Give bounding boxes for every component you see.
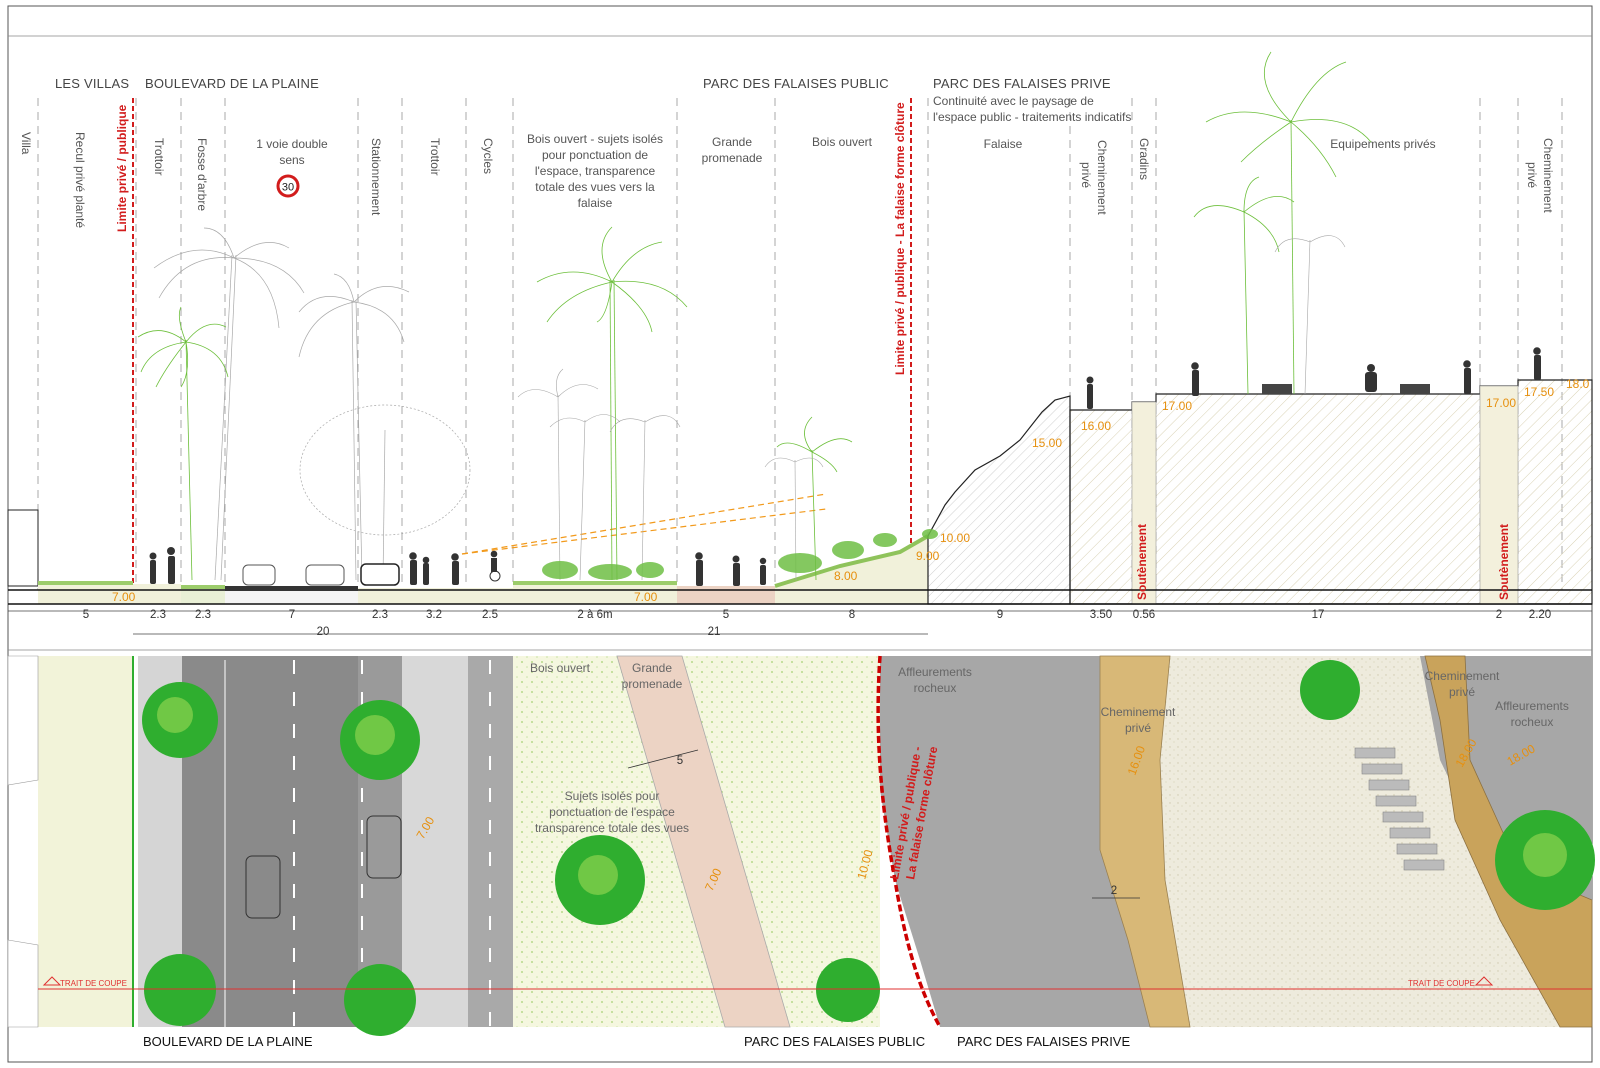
plan-affleurements-2b: rocheux — [1511, 715, 1554, 729]
svg-text:3.50: 3.50 — [1090, 609, 1112, 621]
plan-affleurements-1: Affleurements — [898, 665, 972, 679]
svg-text:7.00: 7.00 — [112, 590, 136, 604]
plan-affleurements-2: Affleurements — [1495, 699, 1569, 713]
svg-text:18.0: 18.0 — [1566, 377, 1590, 391]
zone-falaise: Falaise — [984, 137, 1023, 151]
plan-dim-2: 2 — [1111, 885, 1117, 897]
svg-text:2 à 6m: 2 à 6m — [577, 609, 612, 621]
section-trees — [137, 51, 1372, 581]
plan-cheminement-1b: privé — [1125, 721, 1151, 735]
header-parc-prive-note-1: Continuité avec le paysage de — [933, 94, 1094, 108]
svg-text:2.3: 2.3 — [150, 609, 166, 621]
dimension-row-1: 5 2.3 2.3 7 2.3 3.2 2.5 2 à 6m 5 8 9 3.5… — [8, 609, 1592, 621]
svg-text:5: 5 — [83, 609, 89, 621]
header-parc-public: PARC DES FALAISES PUBLIC — [703, 76, 889, 91]
trait-de-coupe-left: TRAIT DE COUPE — [60, 979, 127, 988]
zone-cheminement-2b: privé — [1525, 162, 1539, 188]
svg-text:8: 8 — [849, 609, 855, 621]
soutenement-1: Soutènement — [1135, 524, 1149, 600]
plan-sujets-1: Sujets isolés pour — [565, 789, 660, 803]
zone-cheminement-2: Chemine­ment — [1541, 138, 1555, 213]
svg-text:21: 21 — [708, 626, 721, 638]
zone-bois-ouvert: Bois ouvert — [812, 135, 873, 149]
zone-cheminement-1b: privé — [1079, 162, 1093, 188]
svg-text:15.00: 15.00 — [1032, 436, 1062, 450]
header-boulevard: BOULEVARD DE LA PLAINE — [145, 76, 319, 91]
svg-text:17: 17 — [1312, 609, 1325, 621]
svg-text:3.2: 3.2 — [426, 609, 442, 621]
plan-cheminement-2: Cheminement — [1425, 669, 1500, 683]
zone-grande-promenade-2: promenade — [702, 151, 763, 165]
plan-grande-promenade-1: Grande — [632, 661, 672, 675]
zone-equipements: Equipements privés — [1330, 137, 1435, 151]
svg-text:l'espace, transparence: l'espace, transparence — [535, 164, 656, 178]
zone-bois-desc: Bois ouvert - sujets isolés pour ponctua… — [527, 132, 663, 210]
section-cars — [242, 550, 501, 586]
speed-limit-sign — [276, 174, 300, 198]
svg-text:9.00: 9.00 — [916, 549, 940, 563]
zone-voie-2: sens — [279, 153, 304, 167]
header-parc-prive-note-2: l'espace public - traitements indicatifs — [933, 110, 1131, 124]
svg-text:2.5: 2.5 — [482, 609, 498, 621]
zone-cheminement-1: Chemine­ment — [1095, 140, 1109, 215]
zone-trottoir-2: Trottoir — [428, 138, 442, 176]
plan-view — [7, 655, 1595, 1036]
svg-text:20: 20 — [317, 626, 330, 638]
svg-text:17.00: 17.00 — [1162, 399, 1192, 413]
dimension-row-2: 20 21 — [133, 626, 928, 638]
svg-text:falaise: falaise — [578, 196, 613, 210]
zone-grande-promenade-1: Grande — [712, 135, 752, 149]
svg-text:2.20: 2.20 — [1529, 609, 1551, 621]
zone-trottoir-1: Trottoir — [152, 138, 166, 176]
plan-limit-line — [876, 655, 942, 1028]
plan-sujets-3: transparence totale des vues — [535, 821, 689, 835]
caption-parc-public: PARC DES FALAISES PUBLIC — [744, 1034, 925, 1049]
zone-gradins: Gradins — [1137, 138, 1151, 180]
zone-recul: Recul privé planté — [73, 132, 87, 228]
plan-sujets-2: ponctuation de l'espace — [549, 805, 675, 819]
zone-fosse: Fosse d'arbre — [195, 138, 209, 211]
soutenement-2: Soutènement — [1497, 524, 1511, 600]
svg-text:Bois ouvert - sujets isolés: Bois ouvert - sujets isolés — [527, 132, 663, 146]
svg-text:17.50: 17.50 — [1524, 385, 1554, 399]
zone-limite-falaise: Limite privé / publique - La falaise for… — [893, 102, 907, 375]
plan-dim-5: 5 — [677, 755, 683, 767]
svg-text:9: 9 — [997, 609, 1003, 621]
header-villas: LES VILLAS — [55, 76, 129, 91]
svg-text:7: 7 — [289, 609, 295, 621]
svg-text:5: 5 — [723, 609, 729, 621]
zone-villa: Villa — [19, 132, 33, 155]
terrain-profile — [7, 379, 1593, 605]
section-elevations: 7.00 7.00 8.00 9.00 10.00 15.00 16.00 17… — [112, 377, 1590, 604]
plan-affleurements-1b: rocheux — [914, 681, 957, 695]
speed-limit-value: 30 — [282, 182, 294, 194]
section-figures — [149, 347, 1541, 586]
caption-parc-prive: PARC DES FALAISES PRIVE — [957, 1034, 1130, 1049]
svg-text:16.00: 16.00 — [1081, 419, 1111, 433]
svg-text:2.3: 2.3 — [372, 609, 388, 621]
plan-grande-promenade-2: promenade — [622, 677, 683, 691]
svg-text:17.00: 17.00 — [1486, 396, 1516, 410]
zone-limite: Limite privé / publique — [115, 104, 129, 232]
svg-text:totale des vues vers la: totale des vues vers la — [535, 180, 655, 194]
plan-bois-ouvert: Bois ouvert — [530, 661, 591, 675]
svg-text:10.00: 10.00 — [940, 531, 970, 545]
header-parc-prive: PARC DES FALAISES PRIVE — [933, 76, 1111, 91]
caption-boulevard: BOULEVARD DE LA PLAINE — [143, 1034, 313, 1049]
svg-text:0.56: 0.56 — [1133, 609, 1155, 621]
trait-de-coupe-right: TRAIT DE COUPE — [1408, 979, 1475, 988]
zone-cycles: Cycles — [481, 138, 495, 174]
svg-text:7.00: 7.00 — [634, 590, 658, 604]
svg-text:pour ponctuation de: pour ponctuation de — [542, 148, 648, 162]
plan-cheminement-2b: privé — [1449, 685, 1475, 699]
plan-cheminement-1: Cheminement — [1101, 705, 1176, 719]
svg-text:8.00: 8.00 — [834, 569, 858, 583]
svg-text:2.3: 2.3 — [195, 609, 211, 621]
zone-voie-1: 1 voie double — [256, 137, 328, 151]
zone-stationnement: Stationnement — [369, 138, 383, 216]
svg-text:2: 2 — [1496, 609, 1502, 621]
